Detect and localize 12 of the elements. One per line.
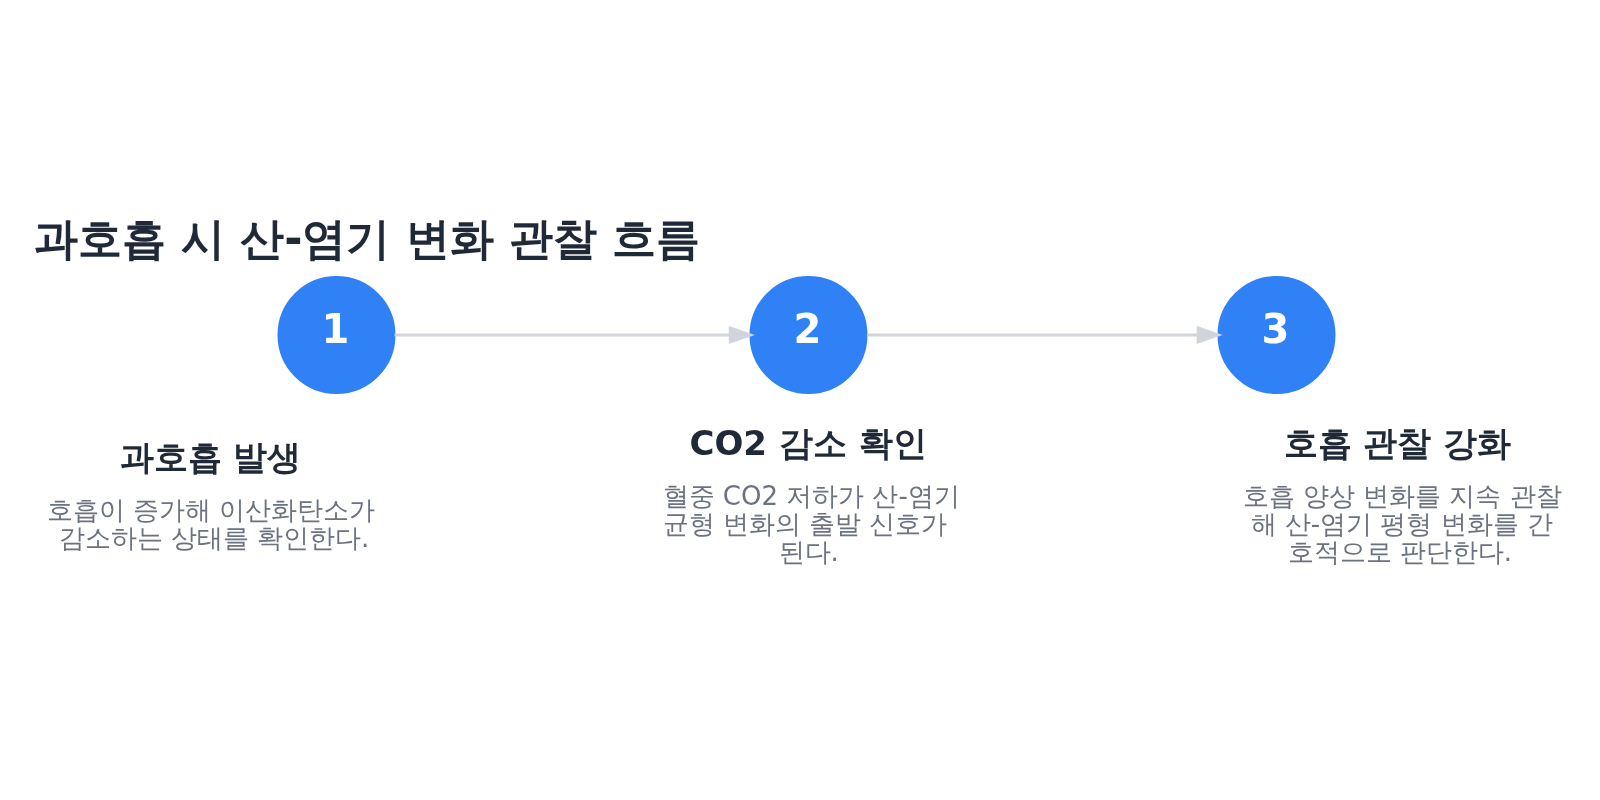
node-circle: 2 [749,276,868,394]
arrow [394,325,755,345]
node-label: 호흡 양상 변화를 지속 관찰해 산-염기 평형 변화를 간호적으로 판단한다. [1242,480,1562,567]
diagram-title: 과호흡 시 산-염기 변화 관찰 흐름 [33,213,701,265]
node-circle: 3 [1217,276,1336,394]
node-label: CO2 감소 확인 [689,423,927,464]
node-label: 과호흡 발생 [119,437,302,478]
node-circle: 1 [277,276,396,394]
node-label: 호흡 관찰 강화 [1283,423,1512,464]
node-label: 호흡이 증가해 이산화탄소가 감소하는 상태를 확인한다. [46,494,376,553]
node-label: 혈중 CO2 저하가 산-염기 균형 변화의 출발 신호가 된다. [662,480,960,567]
arrow [867,325,1223,345]
